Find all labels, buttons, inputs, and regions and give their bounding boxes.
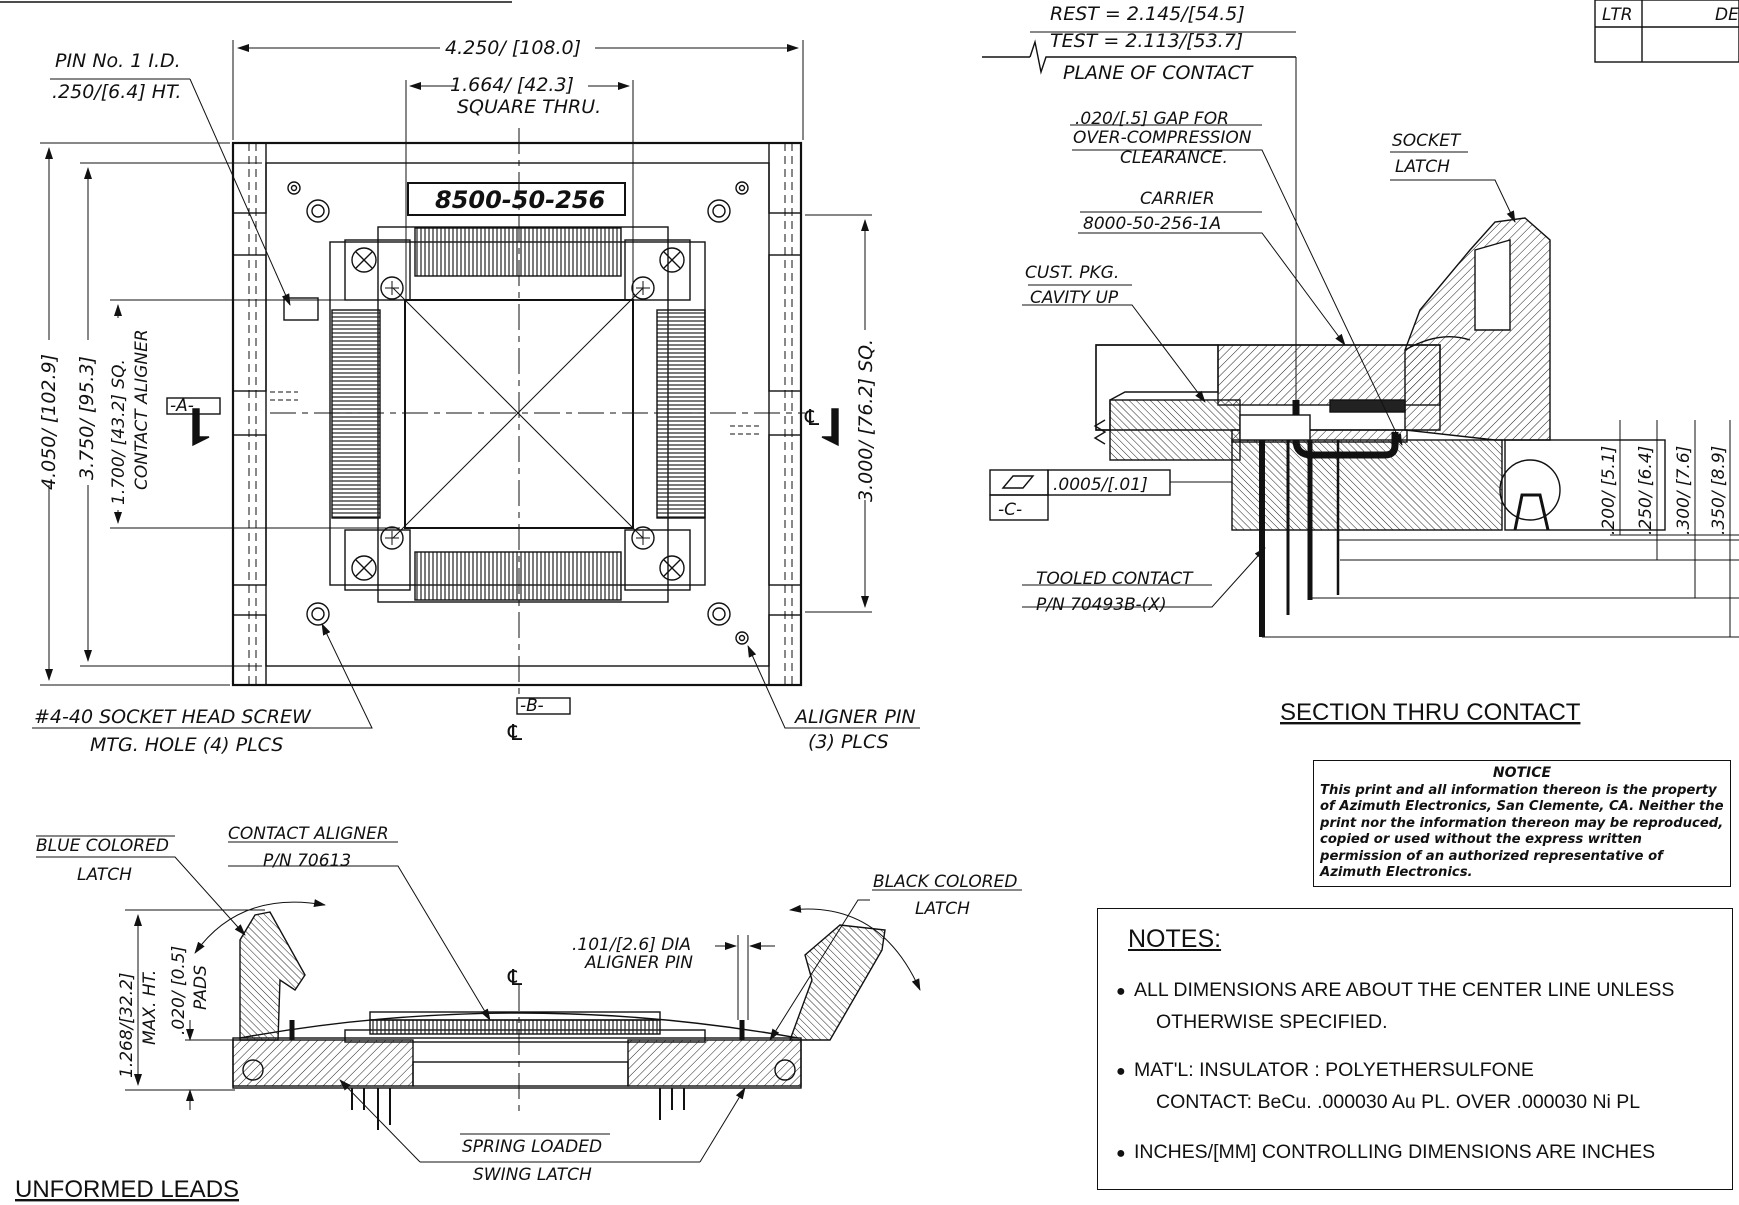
note-2-line-2: CONTACT: BeCu. .000030 Au PL. OVER .0000…	[1156, 1091, 1641, 1113]
labels: PIN No. 1 I.D. .250/[6.4] HT. 4.250/ [10…	[15, 3, 1739, 1203]
dim-250: .250/ [6.4]	[1636, 446, 1656, 535]
top-view	[166, 128, 839, 715]
note-3: ● INCHES/[MM] CONTROLLING DIMENSIONS ARE …	[1116, 1137, 1655, 1169]
note-1-line-1: ALL DIMENSIONS ARE ABOUT THE CENTER LINE…	[1134, 979, 1675, 1001]
notes-title: NOTES:	[1128, 925, 1222, 953]
pads-label: PADS	[191, 965, 211, 1010]
dim-square-thru-note: SQUARE THRU.	[457, 96, 601, 118]
gap-note-2: OVER-COMPRESSION	[1073, 128, 1252, 148]
pin1-label-line1: PIN No. 1 I.D.	[55, 50, 181, 72]
blue-latch-label-2: LATCH	[77, 865, 132, 885]
gap-note-3: CLEARANCE.	[1120, 148, 1228, 168]
max-height-label: MAX. HT.	[140, 970, 160, 1045]
section-title: SECTION THRU CONTACT	[1280, 699, 1581, 726]
dim-square-thru-value: 1.664/ [42.3]	[450, 74, 574, 96]
socket-label: SOCKET	[1392, 131, 1462, 151]
dim-aligner-size: 1.700/ [43.2] SQ.	[109, 359, 129, 505]
aligner-pin-count: (3) PLCS	[808, 731, 889, 753]
notice-box: NOTICE This print and all information th…	[1313, 760, 1731, 887]
note-2: ● MAT'L: INSULATOR : POLYETHERSULFONE CON…	[1116, 1055, 1640, 1117]
bullet-icon: ●	[1116, 1145, 1126, 1162]
dim-height-outer: 4.050/ [102.9]	[38, 354, 60, 490]
dim-300: .300/ [7.6]	[1674, 446, 1694, 535]
black-latch-label: BLACK COLORED	[873, 872, 1017, 892]
part-number: 8500-50-256	[435, 186, 605, 214]
note-2-line-1: MAT'L: INSULATOR : POLYETHERSULFONE	[1134, 1059, 1534, 1081]
aligner-pin-label: ALIGNER PIN	[793, 706, 916, 728]
contact-aligner-pn: P/N 70613	[263, 851, 351, 871]
gap-note-1: .020/[.5] GAP FOR	[1075, 109, 1229, 129]
latch-label: LATCH	[1395, 157, 1450, 177]
plane-of-contact: PLANE OF CONTACT	[1063, 62, 1254, 84]
side-view-title: UNFORMED LEADS	[15, 1176, 239, 1203]
centerline-mark-right: ℄	[804, 406, 820, 431]
dim-height-inner: 3.750/ [95.3]	[76, 356, 98, 480]
spring-loaded-label: SPRING LOADED	[462, 1137, 602, 1157]
black-latch-label-2: LATCH	[915, 899, 970, 919]
swing-latch-label: SWING LATCH	[473, 1165, 592, 1185]
note-3-line-1: INCHES/[MM] CONTROLLING DIMENSIONS ARE I…	[1134, 1141, 1656, 1163]
dim-200: .200/ [5.1]	[1599, 446, 1619, 535]
test-dim: TEST = 2.113/[53.7]	[1050, 30, 1243, 52]
flatness-value: .0005/[.01]	[1053, 475, 1148, 495]
blue-latch-label: BLUE COLORED	[36, 836, 169, 856]
side-view	[36, 835, 1022, 1163]
title-block-des: DES	[1715, 5, 1739, 25]
pads-dim: .020/ [0.5]	[169, 946, 189, 1035]
pin1-label-line2: .250/[6.4] HT.	[52, 81, 181, 103]
rest-dim: REST = 2.145/[54.5]	[1050, 3, 1245, 25]
carrier-pn: 8000-50-256-1A	[1083, 214, 1221, 234]
pin-dia-label: .101/[2.6] DIA	[572, 935, 691, 955]
dim-350: .350/ [8.9]	[1709, 446, 1729, 535]
datum-a: -A-	[170, 396, 194, 416]
title-block-ltr: LTR	[1602, 5, 1633, 25]
aligner-pin-side-label: ALIGNER PIN	[584, 953, 693, 973]
datum-b: -B-	[520, 696, 544, 716]
notes-box: NOTES: ● ALL DIMENSIONS ARE ABOUT THE CEN…	[1097, 908, 1733, 1190]
tooled-contact-label: TOOLED CONTACT	[1036, 569, 1194, 589]
dim-overall-width: 4.250/ [108.0]	[445, 37, 581, 59]
title-block	[1594, 0, 1739, 63]
dim-aligner-label: CONTACT ALIGNER	[132, 329, 152, 490]
screw-label: #4-40 SOCKET HEAD SCREW	[34, 706, 312, 728]
centerline-mark-bottom: ℄	[507, 721, 523, 746]
note-1: ● ALL DIMENSIONS ARE ABOUT THE CENTER LIN…	[1116, 975, 1674, 1037]
cust-pkg-label: CUST. PKG.	[1025, 263, 1119, 283]
bullet-icon: ●	[1116, 983, 1126, 1000]
section-view	[982, 39, 1739, 638]
bullet-icon: ●	[1116, 1063, 1126, 1080]
cavity-up-label: CAVITY UP	[1030, 288, 1119, 308]
carrier-label: CARRIER	[1140, 189, 1215, 209]
tooled-contact-pn: P/N 70493B-(X)	[1036, 595, 1167, 615]
centerline-mark-side: ℄	[507, 966, 523, 991]
mtg-hole-label: MTG. HOLE (4) PLCS	[90, 734, 283, 756]
datum-c: -C-	[998, 500, 1022, 520]
contact-aligner-label: CONTACT ALIGNER	[228, 824, 389, 844]
max-height-dim: 1.268/[32.2]	[117, 972, 137, 1078]
dim-right-square: 3.000/ [76.2] SQ.	[855, 339, 877, 502]
notice-body: This print and all information thereon i…	[1320, 782, 1724, 881]
note-1-line-2: OTHERWISE SPECIFIED.	[1156, 1011, 1388, 1033]
notice-title: NOTICE	[1492, 765, 1552, 781]
